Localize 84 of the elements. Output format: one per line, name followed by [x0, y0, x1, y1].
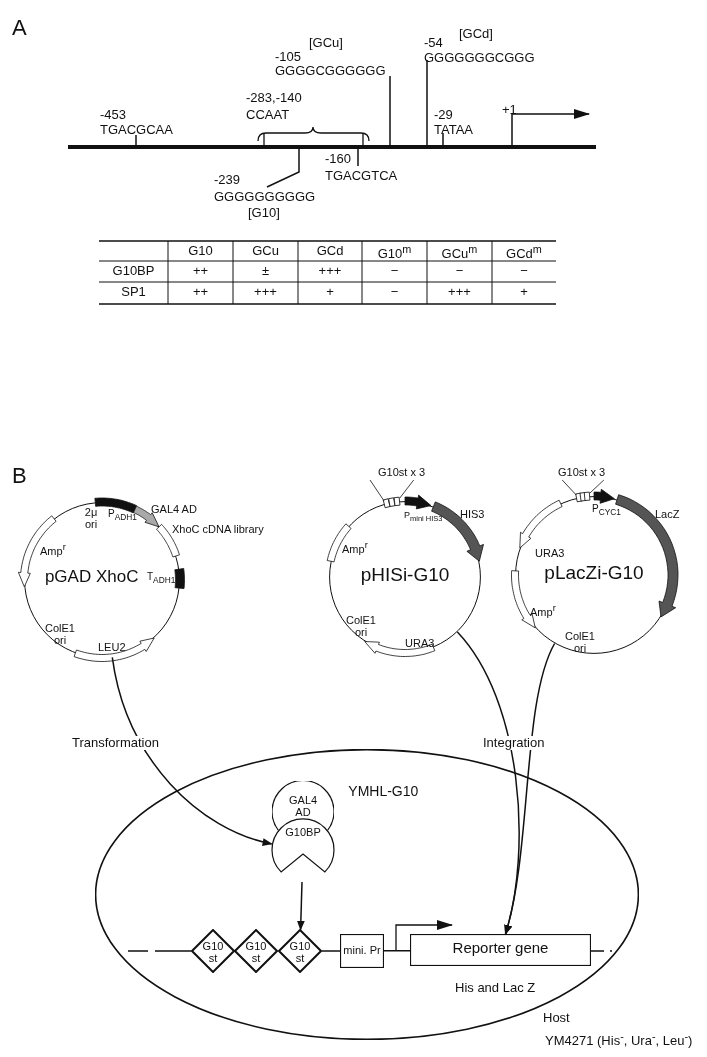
column-header: G10$^{m}$: [377, 244, 412, 262]
strain-label: Host: [543, 1011, 570, 1026]
edge-label: Integration: [483, 736, 545, 751]
plasmid-name: pLacZi-G10: [544, 562, 644, 584]
sequence-label: CCAAT: [246, 108, 290, 123]
position-label: -283,-140: [246, 91, 302, 106]
arrow: [503, 642, 556, 935]
site-label: G10 st: [201, 939, 225, 964]
position-label: +1: [502, 103, 517, 118]
feature-label: URA3: [535, 547, 565, 560]
sequence-label: GGGGGGGGGG: [214, 190, 316, 205]
column-header: GCd$^{m}$: [506, 244, 542, 262]
panel-letter: B: [12, 464, 27, 489]
binding-symbol: ±: [261, 264, 270, 279]
strain-name: YMHL-G10: [348, 783, 419, 800]
feature-label: HIS3: [460, 508, 485, 521]
feature-label: XhoC cDNA library: [172, 523, 264, 536]
element-label: [G10]: [248, 206, 280, 221]
position-label: -54: [424, 36, 443, 51]
position-label: -29: [434, 108, 453, 123]
promoter-box: [340, 934, 384, 968]
connector-line: [321, 950, 341, 952]
binding-symbol: +: [326, 285, 334, 300]
binding-symbol: +++: [318, 264, 342, 279]
sequence-label: TATAA: [434, 123, 473, 138]
promoter-label: mini. Pr: [343, 943, 381, 956]
feature-label: LEU2: [98, 641, 126, 654]
feature-label: Amp$^{r}$: [530, 603, 556, 618]
binding-site-diamond: [191, 929, 235, 973]
connector-line: [383, 949, 411, 952]
position-label: -239: [214, 173, 241, 188]
element-label: [GCd]: [459, 27, 493, 42]
row-header: SP1: [121, 285, 146, 300]
plasmid-name: pHISi-G10: [360, 565, 450, 587]
sequence-label: TGACGTCA: [325, 169, 398, 184]
feature-label: Amp$^{r}$: [40, 542, 66, 557]
sequence-label: GGGGGGGCGGG: [424, 51, 535, 66]
binding-symbol: +++: [448, 285, 471, 300]
feature-label: LacZ: [655, 508, 680, 521]
plasmid-name: pGAD XhoC: [44, 567, 139, 587]
element-label: [GCu]: [309, 36, 343, 51]
column-header: G10: [188, 244, 213, 259]
edge-label: Transformation: [72, 736, 159, 751]
feature-label: P$_{CYC1}$: [592, 503, 621, 518]
feature-label: GAL4 AD: [151, 503, 197, 516]
sequence-label: TGACGCAA: [100, 123, 173, 138]
row-header: G10BP: [112, 264, 155, 279]
position-label: -105: [275, 50, 302, 65]
gene-label: His and Lac Z: [455, 981, 536, 996]
feature-label: G10st x 3: [558, 466, 606, 479]
feature-label: ColE1 ori: [345, 614, 377, 639]
feature-label: P$_{ADH1}$: [108, 508, 137, 523]
panel-letter: A: [12, 16, 27, 41]
binding-symbol: −: [455, 264, 464, 279]
gene-label: Reporter gene: [452, 939, 549, 957]
column-header: GCd: [316, 244, 344, 259]
feature-label: G10st x 3: [378, 466, 426, 479]
strain-label: YM4271 (His$^{-}$, Ura$^{-}$, Leu$^{-}$): [545, 1031, 693, 1049]
column-header: GCu: [252, 244, 279, 259]
position-label: -160: [325, 152, 352, 167]
arrow: [111, 656, 273, 846]
feature-label: Amp$^{r}$: [342, 540, 368, 555]
binding-symbol: +++: [254, 285, 277, 300]
protein-label: GAL4 AD: [289, 793, 317, 818]
site-label: G10 st: [288, 939, 312, 964]
binding-symbol: ++: [192, 285, 209, 300]
feature-label: 2μ ori: [83, 506, 99, 531]
feature-label: T$_{ADH1}$: [147, 571, 176, 586]
binding-symbol: −: [520, 264, 528, 279]
binding-symbol: +: [520, 285, 528, 300]
protein-label: G10BP: [285, 825, 321, 838]
feature-label: ColE1 ori: [564, 630, 596, 655]
binding-symbol: ++: [192, 264, 209, 279]
feature-label: URA3: [405, 637, 435, 650]
binding-symbol: −: [390, 285, 399, 300]
binding-symbol: −: [390, 264, 399, 279]
feature-label: P$_{mini HIS3}$: [404, 511, 443, 524]
site-label: G10 st: [244, 939, 268, 964]
column-header: GCu$^{m}$: [441, 244, 478, 262]
sequence-label: GGGGCGGGGGG: [275, 64, 386, 79]
position-label: -453: [100, 108, 127, 123]
binding-site-diamond: [234, 929, 278, 973]
feature-label: ColE1 ori: [44, 622, 76, 647]
binding-site-diamond: [278, 929, 322, 973]
